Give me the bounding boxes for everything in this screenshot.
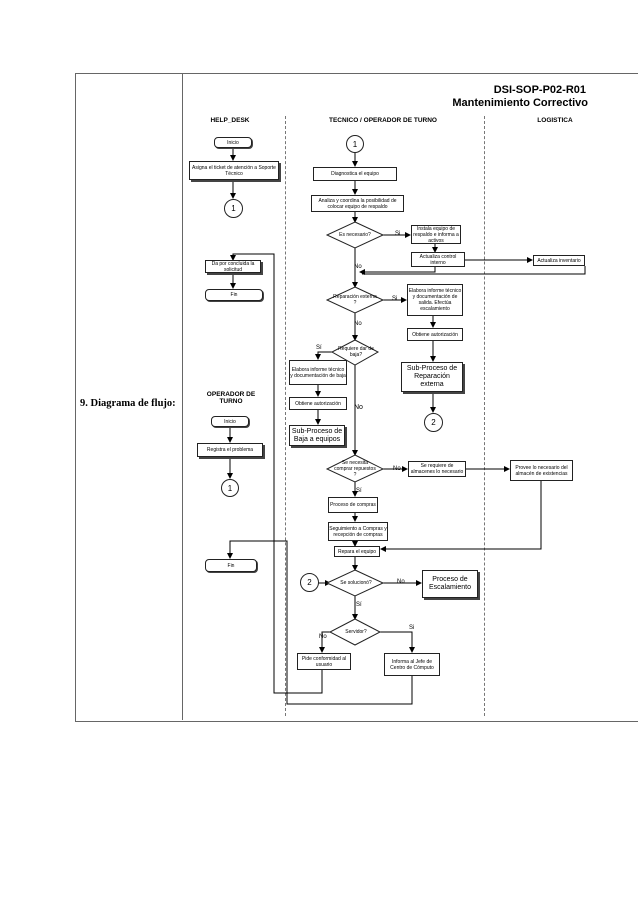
update-internal-control-box: Actualiza control interno bbox=[411, 252, 465, 267]
yes-label: Sí bbox=[356, 602, 362, 608]
lane-title-operador: OPERADOR DE TURNO bbox=[206, 391, 256, 405]
decommission-report-box: Elabora informe técnico y documentación … bbox=[289, 360, 347, 385]
assign-ticket-box: Asigna el ticket de atención a Soporte T… bbox=[189, 161, 279, 180]
lane-separator bbox=[484, 116, 485, 716]
close-request-box: Da por concluida la solicitud bbox=[205, 260, 261, 273]
yes-label: Si bbox=[392, 296, 398, 302]
yes-label: Sí bbox=[316, 345, 322, 351]
connector-2-left: 2 bbox=[300, 573, 319, 592]
decision-es-necesario-label: Es necesario? bbox=[339, 232, 371, 238]
decommission-subprocess: Sub-Proceso de Baja a equipos bbox=[289, 425, 345, 446]
purchasing-process-box: Proceso de compras bbox=[328, 497, 378, 513]
technical-report-box: Elabora informe técnico y documentación … bbox=[407, 284, 463, 316]
no-label: No bbox=[354, 264, 362, 270]
connector-2-right: 2 bbox=[424, 413, 443, 432]
yes-label: Si bbox=[409, 625, 415, 631]
lane-title-help-desk: HELP_DESK bbox=[210, 117, 250, 124]
decision-servidor-label: Servidor? bbox=[345, 629, 367, 635]
lane-title-logistica: LOGISTICA bbox=[537, 117, 573, 124]
decision-reparacion-externa bbox=[325, 286, 385, 314]
repair-equipment-box: Repara el equipo bbox=[334, 546, 380, 557]
get-authorization-box: Obtiene autorización bbox=[289, 397, 347, 410]
connector-1-operator: 1 bbox=[221, 479, 239, 497]
decision-se-soluciono bbox=[325, 569, 385, 597]
operator-start: Inicio bbox=[211, 416, 249, 427]
row-label: 9. Diagrama de flujo: bbox=[80, 398, 176, 409]
document-code: DSI-SOP-P02-R01 bbox=[493, 84, 586, 96]
escalation-process: Proceso de Escalamiento bbox=[422, 570, 478, 598]
analyze-backup-box: Analiza y coordina la posibilidad de col… bbox=[311, 195, 404, 212]
operator-end: Fin bbox=[205, 559, 257, 572]
external-repair-subprocess: Sub-Proceso de Reparación externa bbox=[401, 362, 463, 392]
install-backup-box: Instala equipo de respaldo e informa a a… bbox=[411, 225, 461, 244]
decision-es-necesario bbox=[325, 221, 385, 249]
no-label: No bbox=[319, 634, 327, 640]
diagnose-box: Diagnostica el equipo bbox=[313, 167, 397, 181]
document-title: Mantenimiento Correctivo bbox=[452, 97, 588, 109]
decision-servidor bbox=[328, 618, 382, 646]
yes-label: Sí bbox=[356, 488, 362, 494]
decision-dar-baja bbox=[330, 339, 380, 366]
lane-title-tecnico: TECNICO / OPERADOR DE TURNO bbox=[329, 117, 437, 124]
decision-comprar-label: Se necesita comprar repuestos ? bbox=[334, 460, 376, 478]
decision-dar-baja-label: Requiere dar de baja? bbox=[338, 346, 374, 358]
connector-1-tecnico: 1 bbox=[346, 135, 364, 153]
column-separator bbox=[182, 73, 183, 720]
register-problem-box: Registra el problema bbox=[197, 443, 263, 457]
no-label: No bbox=[397, 579, 405, 585]
decision-comprar bbox=[325, 454, 385, 483]
decision-reparacion-label: Reparación externa ? bbox=[333, 294, 377, 306]
connector-1-help-desk: 1 bbox=[224, 199, 243, 218]
user-confirmation-box: Pide conformidad al usuario bbox=[297, 653, 351, 670]
help-desk-end: Fin bbox=[205, 289, 263, 301]
no-label: No bbox=[393, 466, 401, 472]
warehouse-request-box: Se requiere de almacenes lo necesario bbox=[408, 461, 466, 477]
update-inventory-box: Actualiza inventario bbox=[533, 255, 585, 266]
table-frame bbox=[75, 73, 638, 722]
purchase-tracking-box: Seguimiento a Compras y recepción de com… bbox=[328, 522, 388, 541]
inform-manager-box: Informa al Jefe de Centro de Cómputo bbox=[384, 653, 440, 676]
get-authorization-box: Obtiene autorización bbox=[407, 328, 463, 341]
no-label: No bbox=[354, 404, 363, 411]
warehouse-supply-box: Provee lo necesario del almacén de exist… bbox=[510, 460, 573, 481]
help-desk-start: Inicio bbox=[214, 137, 252, 148]
yes-label: Si bbox=[395, 231, 401, 237]
lane-separator bbox=[285, 116, 286, 716]
decision-se-soluciono-label: Se solucionó? bbox=[340, 580, 372, 586]
no-label: No bbox=[354, 321, 362, 327]
